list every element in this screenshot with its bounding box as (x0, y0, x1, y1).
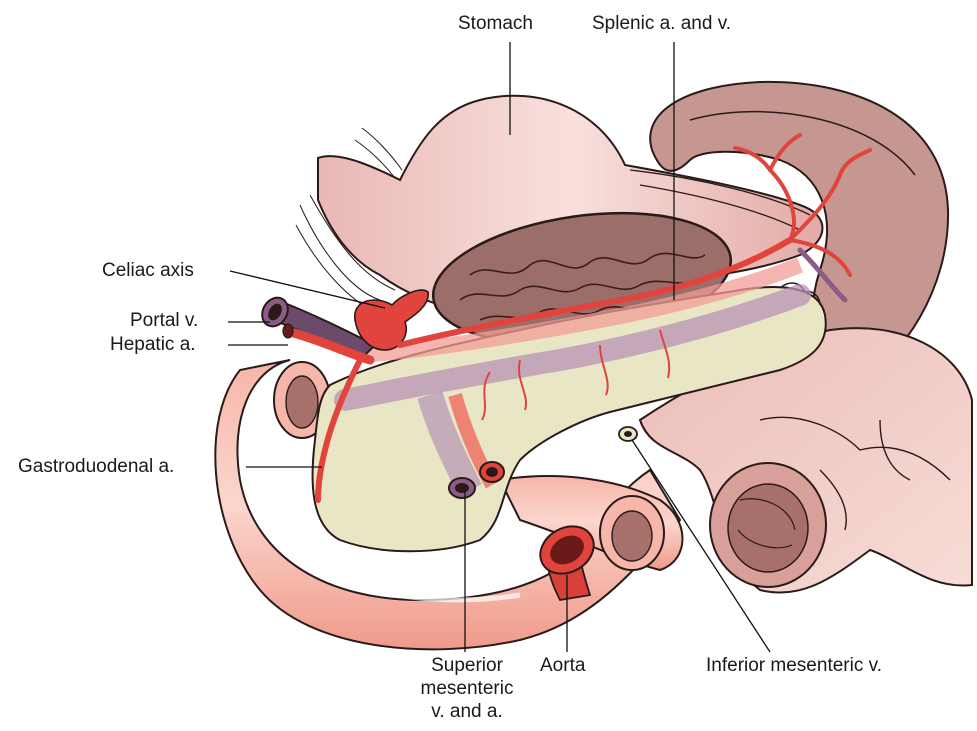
label-sma: Superior mesenteric v. and a. (412, 654, 522, 723)
label-stomach: Stomach (458, 12, 533, 35)
label-portal: Portal v. (130, 309, 198, 332)
label-splenic: Splenic a. and v. (592, 12, 731, 35)
leader-celiac (230, 271, 385, 308)
label-sma-line3: v. and a. (412, 700, 522, 723)
label-hepatic: Hepatic a. (110, 333, 196, 356)
label-sma-line1: Superior (412, 654, 522, 677)
label-aorta: Aorta (540, 654, 585, 677)
label-imv: Inferior mesenteric v. (706, 654, 882, 677)
label-celiac: Celiac axis (102, 259, 194, 282)
label-gastroduodenal: Gastroduodenal a. (18, 455, 174, 478)
label-sma-line2: mesenteric (412, 677, 522, 700)
